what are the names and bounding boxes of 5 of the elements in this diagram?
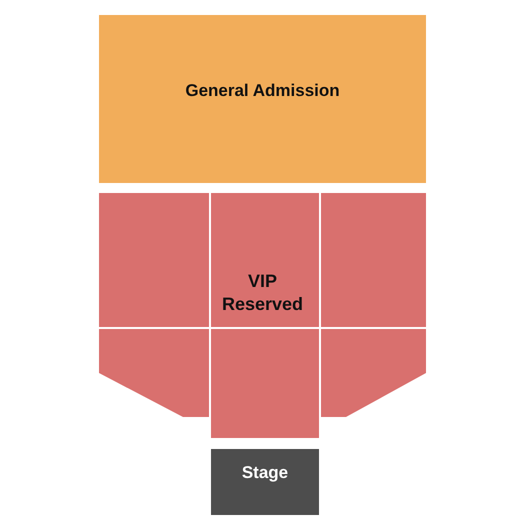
section-label: Stage (240, 462, 290, 484)
stage (211, 449, 319, 515)
section-label: General Admission (184, 80, 341, 102)
section-label: VIP Reserved (220, 270, 304, 315)
seating-section (99, 15, 426, 183)
